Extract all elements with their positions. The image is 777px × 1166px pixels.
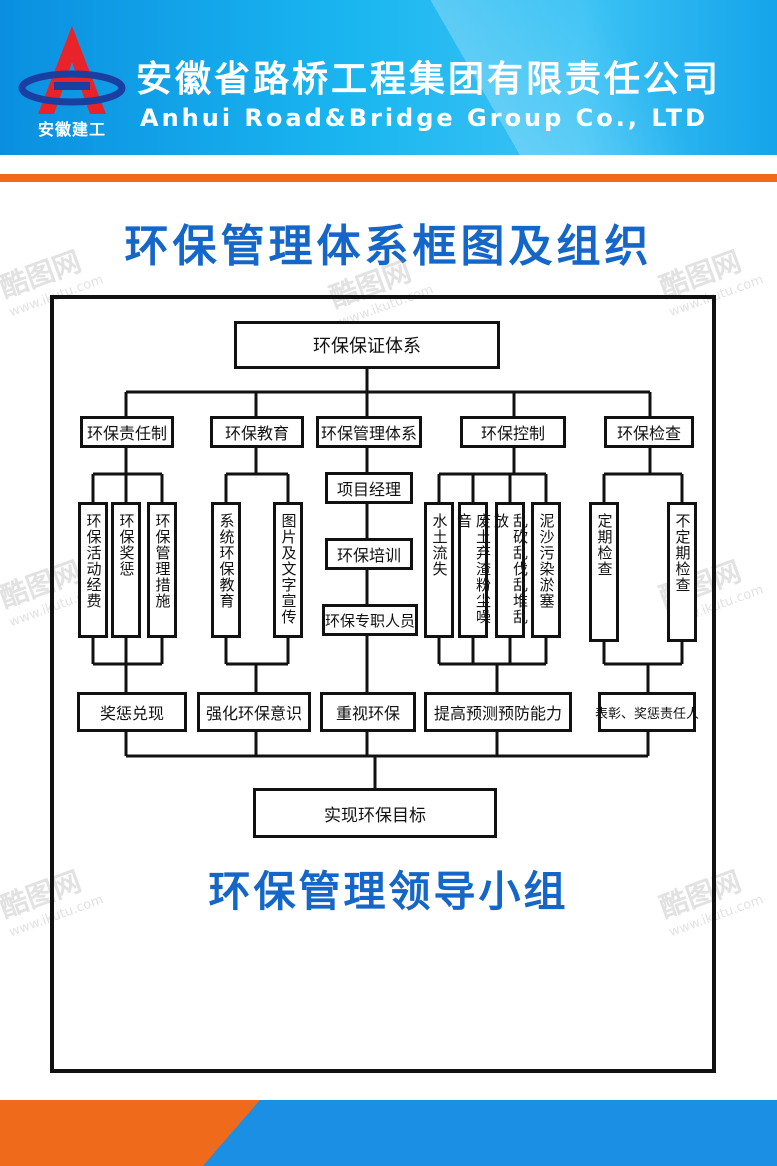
responsibility-item: 环保管理措施 (147, 502, 177, 638)
education-item: 系统环保教育 (211, 502, 241, 638)
outcome-box: 奖惩兑现 (77, 692, 187, 732)
level1-control: 环保控制 (460, 416, 566, 448)
leader-group-title: 环保管理领导小组 (208, 867, 569, 916)
page-title: 环保管理体系框图及组织 (124, 221, 653, 272)
header-decoration (0, 0, 777, 155)
responsibility-item: 环保奖惩 (111, 502, 141, 638)
logo-caption: 安徽建工 (37, 120, 106, 139)
orange-divider (0, 174, 777, 182)
management-chain-item: 环保专职人员 (322, 604, 418, 636)
company-name-cn: 安徽省路桥工程集团有限责任公司 (136, 59, 722, 100)
management-chain-item: 项目经理 (325, 472, 413, 504)
control-item: 废土弃渣粉尘噪音 (455, 502, 492, 638)
outcome-box: 强化环保意识 (197, 692, 311, 732)
level1-education: 环保教育 (210, 416, 304, 448)
management-chain-item: 环保培训 (325, 538, 413, 570)
outcome-box: 重视环保 (320, 692, 416, 732)
outcome-box: 表彰、奖惩责任人 (595, 692, 699, 732)
diagram-frame (50, 295, 716, 1073)
goal-box: 实现环保目标 (253, 788, 497, 838)
inspection-item: 不定期检查 (667, 502, 697, 642)
control-item: 泥沙污染淤塞 (531, 502, 561, 638)
level1-management: 环保管理体系 (316, 416, 422, 448)
level1-inspection: 环保检查 (604, 416, 694, 448)
header-banner: 安徽建工 安徽省路桥工程集团有限责任公司 Anhui Road&Bridge G… (0, 0, 777, 155)
control-item: 乱砍乱伐乱堆乱放 (492, 502, 529, 638)
company-name-en: Anhui Road&Bridge Group Co., LTD (140, 104, 708, 132)
level1-responsibility: 环保责任制 (80, 416, 174, 448)
education-item: 图片及文字宣传 (273, 502, 303, 638)
company-logo-icon (18, 26, 126, 114)
inspection-item: 定期检查 (589, 502, 619, 642)
outcome-box: 提高预测预防能力 (424, 692, 572, 732)
control-item: 水土流失 (424, 502, 454, 638)
root-box: 环保保证体系 (234, 321, 500, 369)
responsibility-item: 环保活动经费 (78, 502, 108, 638)
